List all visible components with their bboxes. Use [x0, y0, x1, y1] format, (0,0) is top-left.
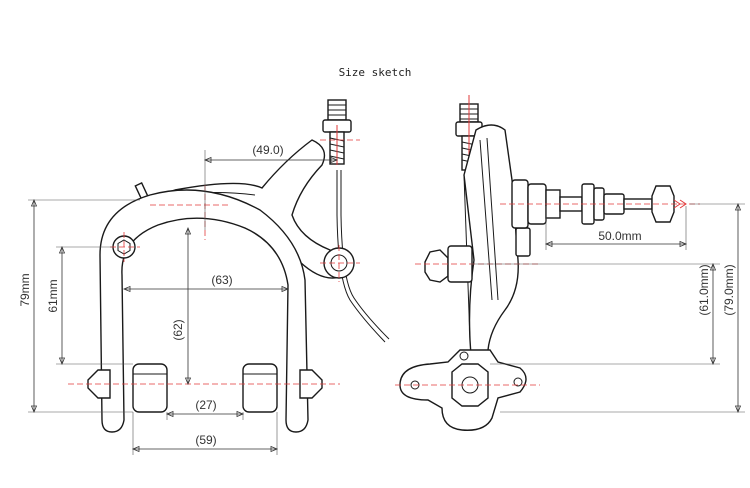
sketch-title: Size sketch: [338, 66, 412, 79]
dim-bolt-length-label: 50.0mm: [598, 229, 641, 243]
dim-total-height-label: 79mm: [18, 273, 32, 306]
side-view-drawing: [395, 95, 745, 431]
dim-arch-depth-label: (62): [171, 319, 185, 340]
dim-side-total-height-label: (79.0mm): [722, 264, 736, 315]
dim-pad-span-label: (59): [195, 433, 216, 447]
side-pivot-nut-icon: [424, 249, 449, 283]
dim-arm-reach-label: (49.0): [252, 143, 283, 157]
front-left-brake-pad-icon: [132, 363, 168, 413]
dim-side-pivot-height-label: (61.0mm): [697, 264, 711, 315]
dim-pivot-height-label: 61mm: [46, 279, 60, 312]
dim-pad-gap-label: (27): [195, 398, 216, 412]
front-arch-arm-icon: [99, 189, 309, 433]
dim-arch-width-label: (63): [211, 273, 232, 287]
front-view-drawing: [28, 99, 390, 455]
side-caliper-body-icon: [463, 124, 519, 373]
front-right-brake-pad-icon: [242, 363, 278, 413]
